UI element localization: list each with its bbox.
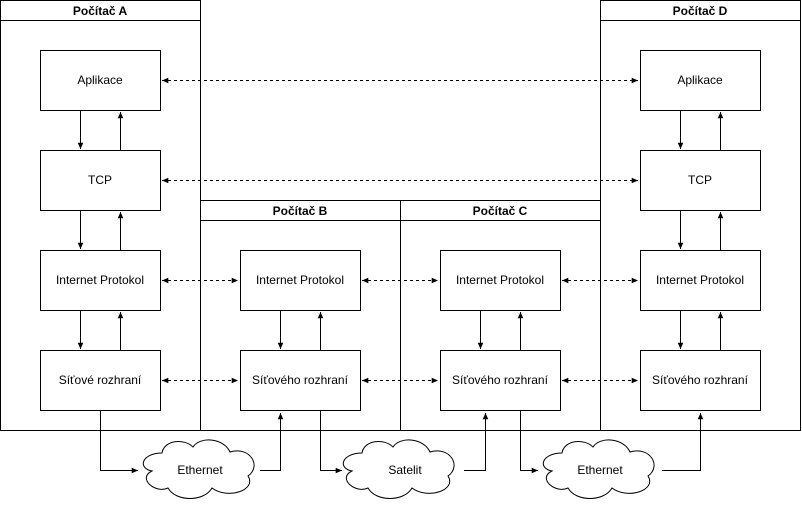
d-application-box: Aplikace	[640, 50, 761, 111]
d-ip-label: Internet Protokol	[656, 273, 744, 287]
b-interface-label: Síťového rozhraní	[252, 373, 349, 387]
d-interface-label: Síťového rozhraní	[652, 373, 749, 387]
computer-c-title: Počítač C	[473, 204, 528, 218]
c-interface-box: Síťového rozhraní	[440, 350, 561, 411]
d-tcp-box: TCP	[640, 150, 761, 211]
d-application-label: Aplikace	[677, 73, 723, 87]
ethernet-right-cloud: Ethernet	[542, 439, 655, 499]
stack-arrows	[77, 111, 724, 350]
a-interface-label: Síťové rozhraní	[59, 373, 142, 387]
b-ip-label: Internet Protokol	[256, 273, 344, 287]
c-ip-box: Internet Protokol	[440, 250, 561, 311]
ethernet-left-cloud: Ethernet	[142, 439, 255, 499]
network-connectors	[100, 411, 704, 474]
d-ip-box: Internet Protokol	[640, 250, 761, 311]
a-ip-box: Internet Protokol	[40, 250, 161, 311]
a-application-label: Aplikace	[77, 73, 123, 87]
b-ip-box: Internet Protokol	[240, 250, 361, 311]
a-tcp-box: TCP	[40, 150, 161, 211]
c-ip-label: Internet Protokol	[456, 273, 544, 287]
computer-a-title: Počítač A	[73, 4, 128, 18]
c-to-ethernet-connector	[520, 411, 538, 474]
ethernet-to-d-connector	[662, 413, 704, 471]
a-ip-label: Internet Protokol	[56, 273, 144, 287]
ethernet-to-b-connector	[260, 413, 284, 471]
a-interface-box: Síťové rozhraní	[40, 350, 161, 411]
satelit-to-c-connector	[464, 413, 489, 471]
computer-d-title: Počítač D	[673, 4, 728, 18]
a-application-box: Aplikace	[40, 50, 161, 111]
peer-arrows	[162, 77, 638, 384]
computer-b-title: Počítač B	[273, 204, 328, 218]
a-to-ethernet-connector	[100, 411, 138, 474]
a-tcp-label: TCP	[88, 173, 112, 187]
c-interface-label: Síťového rozhraní	[452, 373, 549, 387]
d-interface-box: Síťového rozhraní	[640, 350, 761, 411]
ethernet-right-label: Ethernet	[577, 463, 623, 477]
satelit-cloud: Satelit	[342, 439, 455, 499]
b-interface-box: Síťového rozhraní	[240, 350, 361, 411]
satelit-label: Satelit	[388, 463, 422, 477]
b-to-satelit-connector	[320, 411, 342, 474]
d-tcp-label: TCP	[688, 173, 712, 187]
ethernet-left-label: Ethernet	[177, 463, 223, 477]
